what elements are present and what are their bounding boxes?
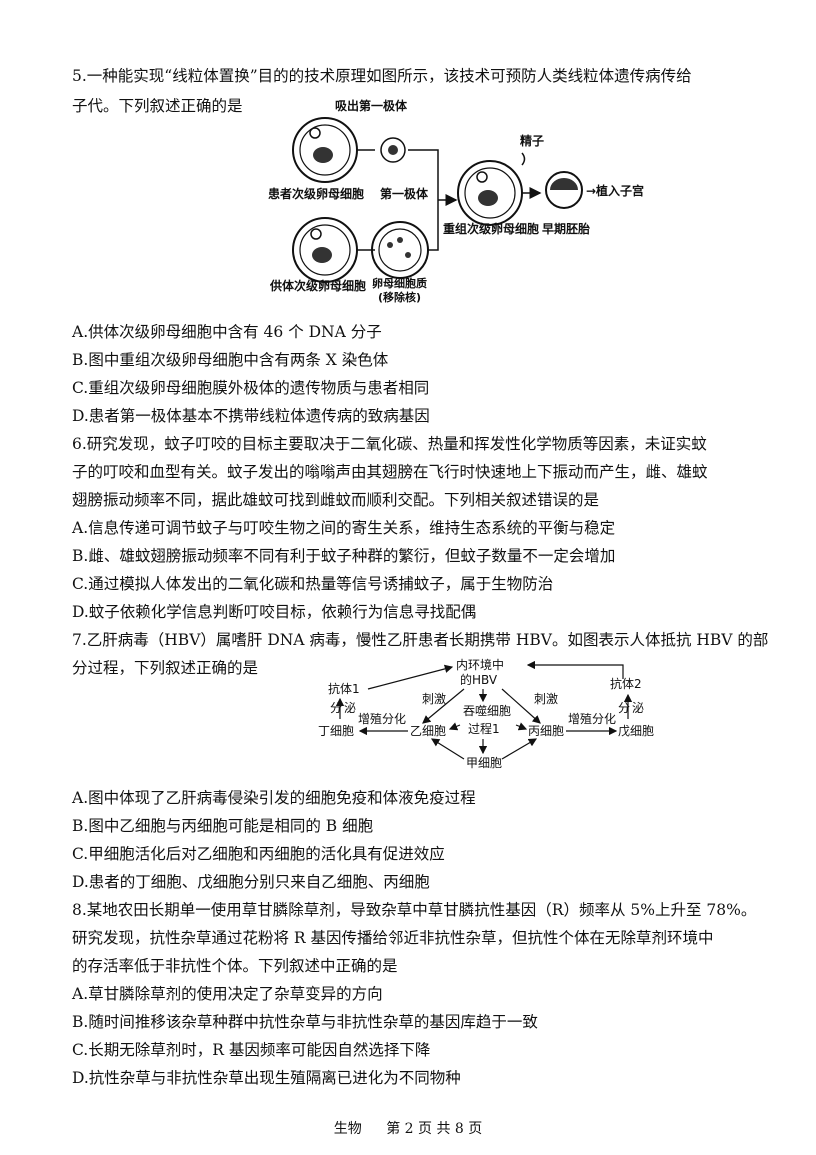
q7-option-b: B.图中乙细胞与丙细胞可能是相同的 B 细胞 [72,817,374,835]
q5-option-d: D.患者第一极体基本不携带线粒体遗传病的致病基因 [72,407,430,425]
footer-page-number: 第 2 页 共 8 页 [386,1121,483,1137]
label-macrophage: 吞噬细胞 [463,703,511,718]
label-ding-cell: 丁细胞 [318,724,354,738]
label-proliferate-right: 增殖分化 [568,711,616,726]
q6-option-a: A.信息传递可调节蚊子与叮咬生物之间的寄生关系，维持生态系统的平衡与稳定 [72,519,616,537]
footer-subject: 生物 [333,1121,362,1137]
label-wu-cell: 戊细胞 [618,724,654,738]
label-antibody1: 抗体1 [328,681,360,696]
label-jia-cell: 甲细胞 [466,756,502,770]
label-antibody2: 抗体2 [610,676,642,691]
q6-stem-line3: 翅膀振动频率不同，据此雄蚊可找到雌蚊而顺利交配。下列相关叙述错误的是 [72,491,600,509]
label-sperm: 精子 [520,133,544,148]
label-process1: 过程1 [468,721,500,736]
q5-stem-line1: 5.一种能实现“线粒体置换”目的的技术原理如图所示，该技术可预防人类线粒体遗传病… [72,67,692,85]
label-bing-cell: 丙细胞 [528,724,564,738]
q8-option-d: D.抗性杂草与非抗性杂草出现生殖隔离已进化为不同物种 [72,1069,461,1087]
label-cytoplasm: 卵母细胞质 [372,276,427,290]
label-secrete-right-1: 分 [618,701,630,715]
first-polar-body-icon [380,137,406,163]
q5-diagram: 吸出第一极体 患者次级卵母细胞 第一极体 供体次级卵母细胞 卵母细胞质 (移除核… [268,98,644,304]
label-patient-oocyte: 患者次级卵母细胞 [268,186,364,201]
q8-option-b: B.随时间推移该杂草种群中抗性杂草与非抗性杂草的基因库趋于一致 [72,1013,538,1031]
label-first-polar-body: 第一极体 [380,186,429,201]
donor-cytoplasm-icon [371,221,429,279]
q5-option-b: B.图中重组次级卵母细胞中含有两条 X 染色体 [72,351,389,369]
label-secrete-left-2: 泌 [344,701,356,715]
recombined-oocyte-icon [457,160,523,226]
donor-oocyte-icon [292,217,358,283]
q6-option-b: B.雌、雄蚊翅膀振动频率不同有利于蚊子种群的繁衍，但蚊子数量不一定会增加 [72,547,616,565]
q8-stem-line1: 8.某地农田长期单一使用草甘膦除草剂，导致杂草中草甘膦抗性基因（R）频率从 5%… [72,901,757,919]
label-recombined-oocyte: 重组次级卵母细胞 [443,221,539,236]
label-hbv-line1: 内环境中 [456,657,504,672]
page-footer: 生物 第 2 页 共 8 页 [0,1118,816,1138]
q5-option-c: C.重组次级卵母细胞膜外极体的遗传物质与患者相同 [72,379,430,397]
q6-option-c: C.通过模拟人体发出的二氧化碳和热量等信号诱捕蚊子，属于生物防治 [72,575,554,593]
q7-stem-line2: 分过程，下列叙述正确的是 [72,659,259,677]
label-early-embryo: 早期胚胎 [542,221,590,236]
patient-oocyte-icon [292,117,358,183]
label-suck-polar: 吸出第一极体 [335,98,408,113]
label-secrete-right-2: 泌 [632,701,644,715]
q7-option-d: D.患者的丁细胞、戊细胞分别只来自乙细胞、丙细胞 [72,873,430,891]
q6-option-d: D.蚊子依赖化学信息判断叮咬目标，依赖行为信息寻找配偶 [72,603,477,621]
q8-stem-line3: 的存活率低于非抗性个体。下列叙述中正确的是 [72,957,398,975]
label-stimulate-left: 刺激 [422,692,446,706]
label-implant-uterus: →植入子宫 [586,183,644,198]
label-hbv-line2: 的HBV [460,672,498,687]
label-nucleus-removed: (移除核) [378,290,421,304]
q7-option-a: A.图中体现了乙肝病毒侵染引发的细胞免疫和体液免疫过程 [72,789,476,807]
sperm-icon [521,152,526,166]
q8-option-a: A.草甘膦除草剂的使用决定了杂草变异的方向 [72,985,383,1003]
q8-option-c: C.长期无除草剂时，R 基因频率可能因自然选择下降 [72,1041,431,1059]
label-donor-oocyte: 供体次级卵母细胞 [269,278,366,293]
q8-stem-line2: 研究发现，抗性杂草通过花粉将 R 基因传播给邻近非抗性杂草，但抗性个体在无除草剂… [72,929,714,947]
label-proliferate-left: 增殖分化 [358,711,406,726]
q7-option-c: C.甲细胞活化后对乙细胞和丙细胞的活化具有促进效应 [72,845,445,863]
q5-option-a: A.供体次级卵母细胞中含有 46 个 DNA 分子 [72,323,382,341]
q6-stem-line1: 6.研究发现，蚊子叮咬的目标主要取决于二氧化碳、热量和挥发性化学物质等因素，未证… [72,435,707,453]
q6-stem-line2: 子的叮咬和血型有关。蚊子发出的嗡嗡声由其翅膀在飞行时快速地上下振动而产生，雌、雄… [72,463,708,481]
early-embryo-icon [545,171,583,209]
label-stimulate-right: 刺激 [534,692,558,706]
q7-stem-line1: 7.乙肝病毒（HBV）属嗜肝 DNA 病毒，慢性乙肝患者长期携带 HBV。如图表… [72,631,769,649]
q5-stem-line2: 子代。下列叙述正确的是 [72,97,243,115]
q7-diagram: 内环境中 的HBV 抗体1 抗体2 刺激 刺激 分 泌 分 泌 吞噬细胞 过程1… [318,657,654,770]
label-yi-cell: 乙细胞 [410,724,446,738]
